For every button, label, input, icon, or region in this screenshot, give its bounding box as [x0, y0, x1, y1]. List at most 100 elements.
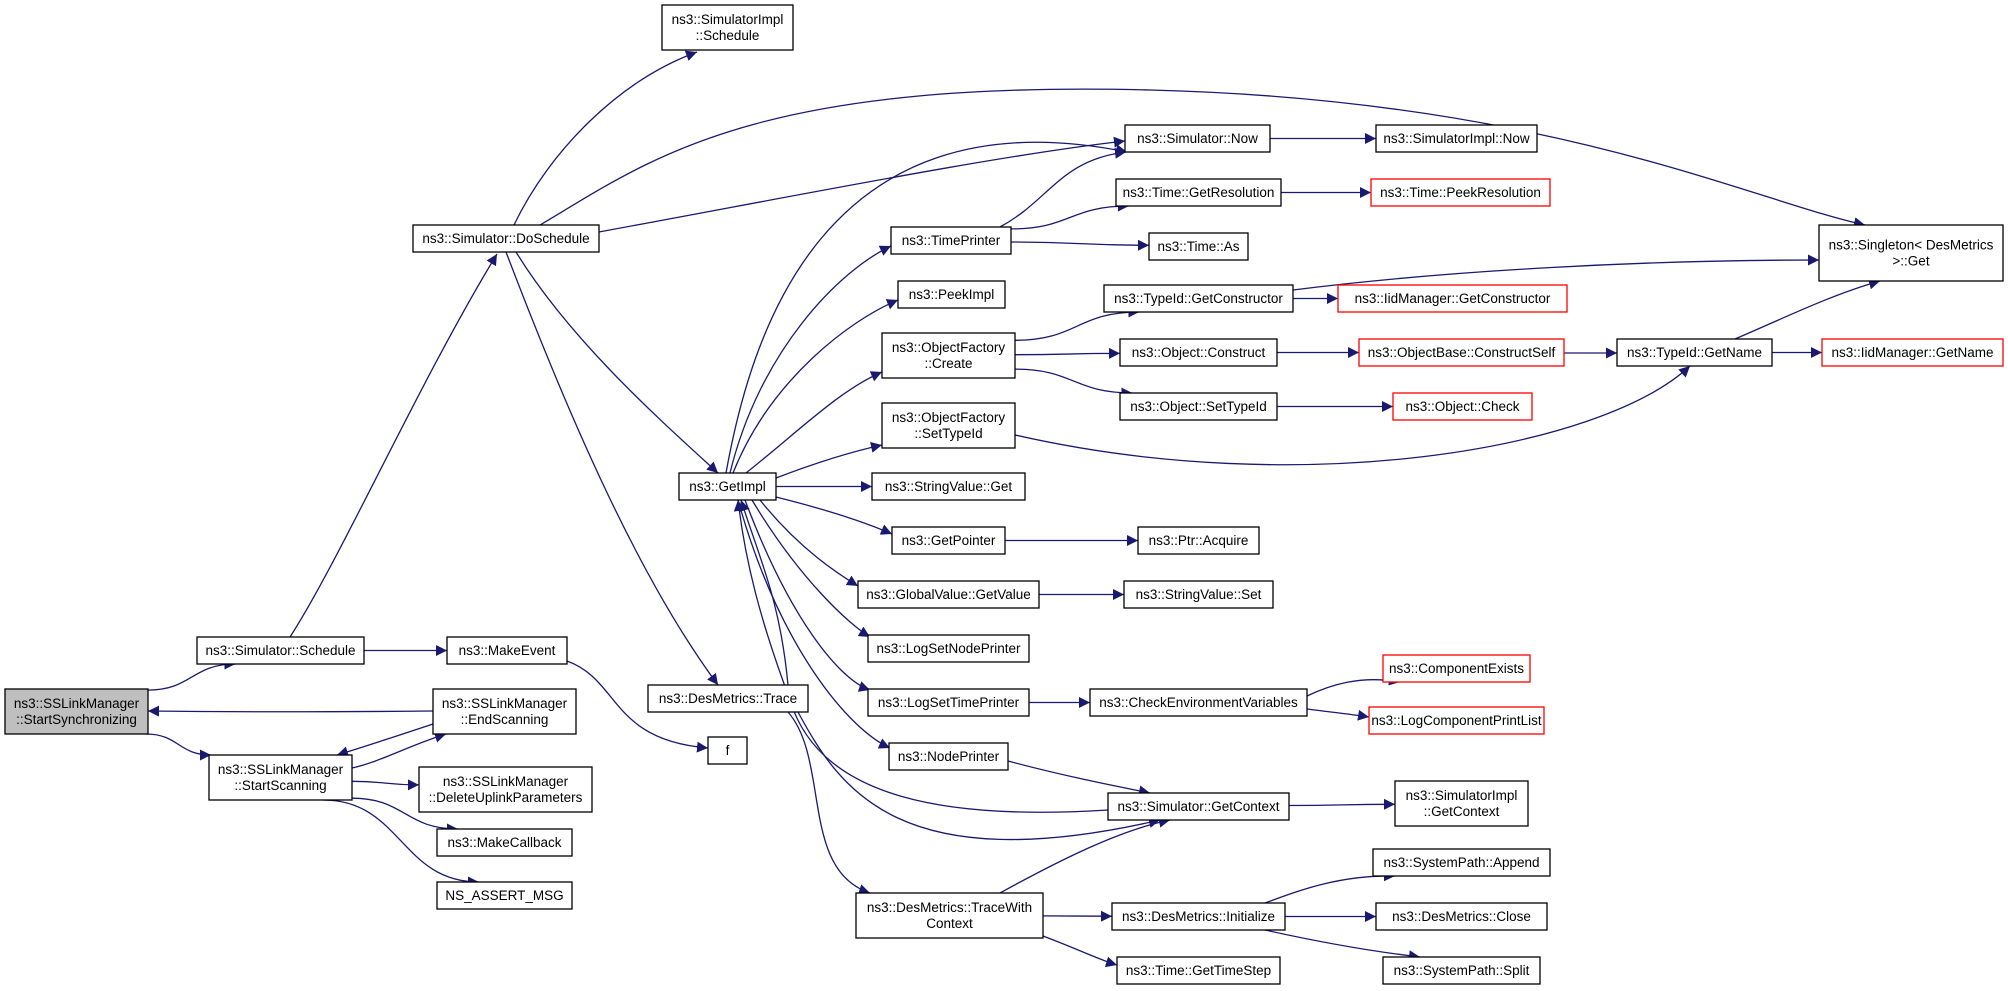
node-box [1116, 956, 1281, 985]
node-ns3-desmetrics-trace[interactable]: ns3::DesMetrics::Trace [647, 684, 809, 713]
node-f[interactable]: f [707, 736, 748, 765]
node-ns3-time-getresolution[interactable]: ns3::Time::GetResolution [1115, 178, 1282, 207]
node-label-line: ns3::SSLinkManager [218, 762, 344, 777]
node-ns3-timeprinter[interactable]: ns3::TimePrinter [890, 226, 1012, 255]
node-ns3-systempath-split[interactable]: ns3::SystemPath::Split [1382, 956, 1541, 985]
node-ns3-getimpl[interactable]: ns3::GetImpl [678, 472, 777, 501]
node-ns3-objectfactory-settypeid[interactable]: ns3::ObjectFactory::SetTypeId [881, 402, 1016, 449]
node-ns3-object-construct[interactable]: ns3::Object::Construct [1119, 338, 1278, 367]
node-ns3-objectfactory-create[interactable]: ns3::ObjectFactory::Create [881, 332, 1016, 379]
node-ns3-logsetnodeprinter[interactable]: ns3::LogSetNodePrinter [867, 634, 1030, 663]
node-ns3-iidmanager-getconstructor[interactable]: ns3::IidManager::GetConstructor [1337, 284, 1568, 313]
node-ns3-singleton-desmetrics-get[interactable]: ns3::Singleton< DesMetrics>::Get [1818, 224, 2004, 282]
node-ns3-object-check[interactable]: ns3::Object::Check [1392, 392, 1533, 421]
node-ns3-desmetrics-close[interactable]: ns3::DesMetrics::Close [1375, 902, 1548, 931]
node-ns3-sslinkmanager-deleteuplinkparameters[interactable]: ns3::SSLinkManager::DeleteUplinkParamete… [418, 766, 593, 813]
node-ns3-logsettimeprinter[interactable]: ns3::LogSetTimePrinter [867, 688, 1030, 717]
node-ns3-globalvalue-getvalue[interactable]: ns3::GlobalValue::GetValue [857, 580, 1040, 609]
node-box [661, 4, 794, 51]
node-ns3-simulator-schedule[interactable]: ns3::Simulator::Schedule [196, 636, 365, 665]
node-ns3-typeid-getconstructor[interactable]: ns3::TypeId::GetConstructor [1103, 284, 1294, 313]
node-label-line: ns3::ObjectBase::ConstructSelf [1368, 345, 1556, 360]
call-edge-dosched-to-singleton [539, 88, 1866, 229]
node-label-line: ns3::Simulator::DoSchedule [422, 231, 589, 246]
call-edge-getimpl-to-gvgetvalue [759, 499, 859, 587]
node-label-line: ns3::SSLinkManager [14, 696, 140, 711]
node-ns3-simulator-getcontext[interactable]: ns3::Simulator::GetContext [1107, 792, 1290, 821]
node-box [881, 332, 1016, 379]
edge-path [1014, 306, 1140, 341]
node-box [857, 580, 1040, 609]
call-edge-checkenv-to-logcomplist [1306, 708, 1370, 721]
call-edge-ofsettypeid-to-typeidgetname [1014, 365, 1691, 466]
node-ns3-simulator-now[interactable]: ns3::Simulator::Now [1124, 124, 1271, 153]
node-ns3-getpointer[interactable]: ns3::GetPointer [891, 526, 1006, 555]
node-ns3-desmetrics-initialize[interactable]: ns3::DesMetrics::Initialize [1111, 902, 1286, 931]
node-ns3-time-peekresolution[interactable]: ns3::Time::PeekResolution [1370, 178, 1551, 207]
node-ns3-checkenvironmentvariables[interactable]: ns3::CheckEnvironmentVariables [1089, 688, 1308, 717]
call-edge-root-to-sched [147, 658, 236, 691]
node-ns3-iidmanager-getname[interactable]: ns3::IidManager::GetName [1821, 338, 2004, 367]
node-label-line: ::EndScanning [461, 712, 549, 727]
call-edge-getimpl-to-nodeprinter [737, 499, 891, 749]
node-ns3-objectbase-constructself[interactable]: ns3::ObjectBase::ConstructSelf [1358, 338, 1565, 367]
node-label-line: ns3::Time::PeekResolution [1380, 185, 1541, 200]
node-label-line: NS_ASSERT_MSG [445, 888, 563, 903]
call-edge-getimpl-to-logsettime [744, 499, 871, 692]
node-label-line: ns3::Time::As [1157, 239, 1239, 254]
node-label-line: ns3::SimulatorImpl::Now [1383, 131, 1530, 146]
call-edge-endscan-to-startscan [336, 723, 434, 758]
node-ns3-systempath-append[interactable]: ns3::SystemPath::Append [1372, 848, 1551, 877]
node-box [707, 736, 748, 765]
node-ns3-simulatorimpl-schedule[interactable]: ns3::SimulatorImpl::Schedule [661, 4, 794, 51]
call-edge-tracectx-to-gettimestep [1042, 935, 1118, 968]
node-ns3-componentexists[interactable]: ns3::ComponentExists [1382, 654, 1531, 683]
node-box [1392, 392, 1533, 421]
node-ns3-peekimpl[interactable]: ns3::PeekImpl [897, 280, 1006, 309]
node-ns3-sslinkmanager-startscanning[interactable]: ns3::SSLinkManager::StartScanning [208, 754, 353, 801]
node-ns3-makeevent[interactable]: ns3::MakeEvent [446, 636, 568, 665]
node-ns3-stringvalue-set[interactable]: ns3::StringValue::Set [1123, 580, 1274, 609]
node-box [1115, 178, 1282, 207]
node-label-line: ns3::GetImpl [689, 479, 766, 494]
node-ns3-stringvalue-get[interactable]: ns3::StringValue::Get [871, 472, 1026, 501]
node-ns-assert-msg[interactable]: NS_ASSERT_MSG [436, 881, 573, 910]
node-box [1394, 780, 1529, 827]
node-ns3-ptr-acquire[interactable]: ns3::Ptr::Acquire [1137, 526, 1260, 555]
node-ns3-object-settypeid[interactable]: ns3::Object::SetTypeId [1119, 392, 1278, 421]
node-label-line: ns3::GetPointer [902, 533, 996, 548]
node-label-line: ns3::StringValue::Set [1136, 587, 1262, 602]
node-ns3-time-gettimestep[interactable]: ns3::Time::GetTimeStep [1116, 956, 1281, 985]
node-ns3-typeid-getname[interactable]: ns3::TypeId::GetName [1616, 338, 1773, 367]
edge-path [1288, 798, 1396, 810]
node-box [1368, 706, 1545, 735]
node-ns3-nodeprinter[interactable]: ns3::NodePrinter [888, 742, 1009, 771]
node-box [1107, 792, 1290, 821]
node-box [1382, 956, 1541, 985]
node-label-line: ::SetTypeId [914, 426, 982, 441]
call-edge-root-to-startscan [145, 733, 212, 761]
node-box [412, 224, 600, 253]
node-ns3-sslinkmanager-startsynchronizing[interactable]: ns3::SSLinkManager::StartSynchronizing [4, 688, 149, 735]
node-ns3-time-as[interactable]: ns3::Time::As [1148, 232, 1249, 261]
node-ns3-simulatorimpl-now[interactable]: ns3::SimulatorImpl::Now [1375, 124, 1538, 153]
node-box [4, 688, 149, 735]
call-edge-getimpl-to-ofsettypeid [775, 441, 883, 479]
node-ns3-simulator-doschedule[interactable]: ns3::Simulator::DoSchedule [412, 224, 600, 253]
edge-path [729, 245, 892, 474]
edge-path [1010, 239, 1150, 251]
node-label-line: ns3::Time::GetResolution [1123, 185, 1275, 200]
node-ns3-logcomponentprintlist[interactable]: ns3::LogComponentPrintList [1368, 706, 1545, 735]
node-ns3-simulatorimpl-getcontext[interactable]: ns3::SimulatorImpl::GetContext [1394, 780, 1529, 827]
call-edge-sched-to-dosched [289, 253, 498, 638]
node-box [1137, 526, 1260, 555]
node-box [436, 828, 573, 857]
node-label-line: ns3::SSLinkManager [442, 696, 568, 711]
node-ns3-sslinkmanager-endscanning[interactable]: ns3::SSLinkManager::EndScanning [432, 688, 577, 735]
call-edge-tracectx-to-getctx [999, 816, 1171, 894]
edge-path [1014, 368, 1133, 399]
node-ns3-makecallback[interactable]: ns3::MakeCallback [436, 828, 573, 857]
edge-path [1292, 254, 1820, 291]
node-box [867, 634, 1030, 663]
